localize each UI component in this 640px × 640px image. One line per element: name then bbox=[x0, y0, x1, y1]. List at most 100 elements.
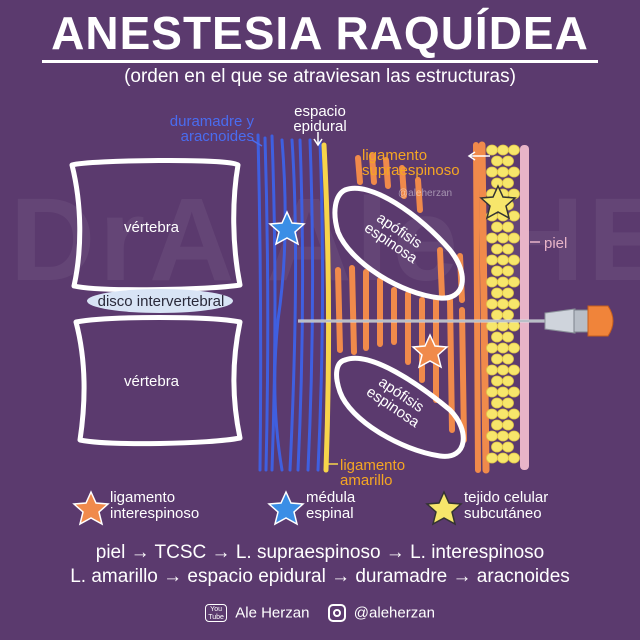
tcsc-cell bbox=[508, 166, 520, 178]
tcsc-cell bbox=[508, 254, 520, 266]
tcsc-cell bbox=[486, 430, 498, 442]
tcsc-cell bbox=[497, 144, 509, 156]
tcsc-cell bbox=[497, 232, 509, 244]
tcsc-cell bbox=[502, 243, 514, 255]
tcsc-cell bbox=[491, 243, 503, 255]
vertebra-bottom-shape bbox=[73, 315, 243, 447]
youtube-icon: You Tube bbox=[205, 604, 228, 623]
legend-interespinoso: ligamento interespinoso bbox=[110, 489, 200, 522]
tcsc-cell bbox=[491, 419, 503, 431]
tcsc-cell bbox=[486, 364, 498, 376]
tcsc-cell bbox=[502, 397, 514, 409]
tcsc-cell bbox=[491, 309, 503, 321]
label-vertebra-top: vértebra bbox=[124, 219, 180, 236]
spinal-needle bbox=[298, 305, 614, 337]
tcsc-cell bbox=[508, 386, 520, 398]
disc-shape bbox=[87, 289, 233, 313]
instagram-icon bbox=[327, 604, 346, 623]
tcsc-cell bbox=[491, 397, 503, 409]
tcsc-cell bbox=[486, 254, 498, 266]
legend-star-interespinoso bbox=[72, 490, 110, 526]
legend-star-tcsc bbox=[425, 490, 463, 526]
page-title: ANESTESIA RAQUÍDEA bbox=[51, 7, 589, 59]
tcsc-cell bbox=[491, 375, 503, 387]
tcsc-cell bbox=[497, 386, 509, 398]
tcsc-cell bbox=[497, 452, 509, 464]
tcsc-cell bbox=[502, 331, 514, 343]
tcsc-cell bbox=[491, 265, 503, 277]
label-ligamento-supraespinoso: ligamento supraespinoso bbox=[362, 147, 460, 179]
tcsc-cell bbox=[508, 232, 520, 244]
tcsc-cell bbox=[497, 342, 509, 354]
page-subtitle: (orden en el que se atraviesan las estru… bbox=[124, 66, 516, 87]
interespinoso-star bbox=[411, 333, 449, 369]
sequence-line-1: piel → TCSC → L. supraespinoso → L. inte… bbox=[95, 542, 545, 563]
tcsc-cell bbox=[497, 408, 509, 420]
handle-watermark: @aleherzan bbox=[398, 188, 453, 199]
tcsc-cell bbox=[502, 155, 514, 167]
tcsc-cell bbox=[491, 441, 503, 453]
tcsc-cell bbox=[491, 221, 503, 233]
tcsc-cell bbox=[502, 309, 514, 321]
label-espacio-epidural: espacio epidural bbox=[293, 103, 347, 135]
tcsc-cell bbox=[486, 452, 498, 464]
tcsc-star bbox=[479, 184, 517, 220]
label-duramadre: duramadre y aracnoides bbox=[169, 113, 254, 145]
tcsc-cell bbox=[502, 221, 514, 233]
label-disco: disco intervertebral bbox=[97, 293, 225, 310]
tcsc-cell bbox=[502, 177, 514, 189]
tcsc-cell bbox=[491, 331, 503, 343]
label-ligamento-amarillo: ligamento amarillo bbox=[340, 457, 406, 489]
label-piel: piel bbox=[544, 235, 568, 252]
tcsc-cell bbox=[497, 276, 509, 288]
apofisis-bottom-shape bbox=[334, 355, 466, 459]
tcsc-cell bbox=[491, 353, 503, 365]
label-vertebra-bottom: vértebra bbox=[124, 373, 180, 390]
footer-handle: @aleherzan bbox=[353, 604, 435, 622]
ligamento-supraespinoso-line bbox=[478, 141, 490, 474]
tcsc-cell bbox=[508, 298, 520, 310]
tcsc-cell bbox=[508, 430, 520, 442]
tcsc-cell bbox=[508, 144, 520, 156]
tcsc-cell bbox=[502, 375, 514, 387]
tcsc-cell bbox=[502, 441, 514, 453]
tcsc-cell bbox=[491, 155, 503, 167]
tcsc-cell bbox=[497, 364, 509, 376]
tcsc-cell bbox=[502, 265, 514, 277]
legend-medula: médula espinal bbox=[306, 489, 356, 522]
tcsc-cell bbox=[508, 364, 520, 376]
vertebra-top-shape bbox=[69, 157, 243, 293]
apofisis-top-shape bbox=[332, 185, 465, 301]
tcsc-cell bbox=[486, 386, 498, 398]
tcsc-cell bbox=[486, 276, 498, 288]
dura-lines bbox=[256, 133, 325, 472]
legend-tcsc: tejido celular subcutáneo bbox=[464, 489, 549, 522]
medula-star bbox=[268, 210, 306, 246]
footer: You Tube Ale Herzan @aleherzan bbox=[0, 604, 640, 623]
skin-line bbox=[520, 145, 529, 470]
tcsc-cell bbox=[502, 287, 514, 299]
sequence-line-2: L. amarillo → espacio epidural → duramad… bbox=[70, 566, 570, 587]
tcsc-cell bbox=[486, 298, 498, 310]
tcsc-cell bbox=[491, 287, 503, 299]
tcsc-cell bbox=[508, 276, 520, 288]
legend-star-medula bbox=[267, 490, 305, 526]
title-underline bbox=[42, 60, 598, 63]
label-arrows bbox=[251, 132, 540, 465]
tcsc-cell bbox=[508, 408, 520, 420]
tcsc-cell bbox=[502, 419, 514, 431]
tcsc-cell bbox=[486, 342, 498, 354]
tcsc-cell bbox=[486, 144, 498, 156]
tcsc-tissue bbox=[486, 144, 520, 464]
tcsc-cell bbox=[497, 166, 509, 178]
tcsc-cell bbox=[502, 353, 514, 365]
tcsc-cell bbox=[508, 210, 520, 222]
footer-name: Ale Herzan bbox=[235, 604, 310, 622]
tcsc-cell bbox=[497, 254, 509, 266]
tcsc-cell bbox=[486, 408, 498, 420]
tcsc-cell bbox=[497, 430, 509, 442]
tcsc-cell bbox=[497, 298, 509, 310]
ligamento-amarillo-line bbox=[321, 142, 332, 473]
tcsc-cell bbox=[508, 452, 520, 464]
